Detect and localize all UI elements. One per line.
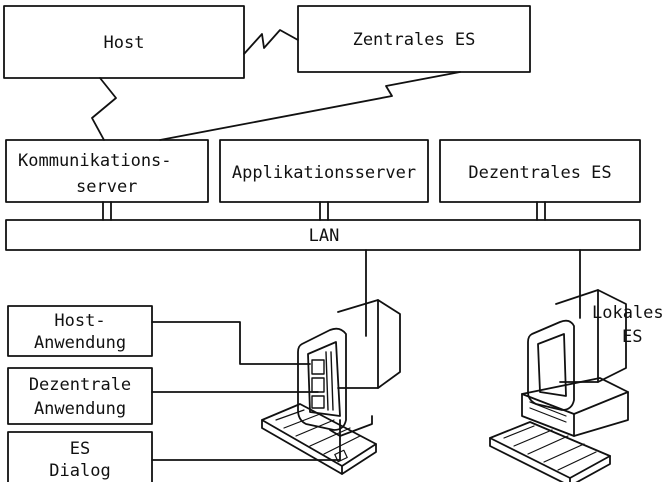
lan-bus (5, 219, 641, 251)
lokales-es-label-2: ES (622, 327, 642, 347)
lan-label: LAN (309, 226, 340, 246)
es-dialog-label-2: Dialog (49, 461, 110, 481)
host-anwendung-label-1: Host- (54, 311, 105, 331)
link-zentrales-kommunikation (159, 71, 461, 141)
link-es-dialog-window (151, 419, 341, 461)
keyboard-keys (275, 409, 361, 463)
link-host-anwendung-window (151, 321, 311, 365)
dezentrales-es-label: Dezentrales ES (468, 163, 611, 183)
dezentrales-es-box (439, 139, 641, 203)
kommunikationsserver-label-2: server (76, 177, 137, 197)
lokales-keyboard-keys (503, 425, 597, 471)
host-anwendung-box (7, 305, 153, 357)
es-dialog-label-1: ES (70, 439, 90, 459)
host-label: Host (104, 33, 145, 53)
host-anwendung-label-2: Anwendung (34, 333, 126, 353)
es-dialog-box (7, 431, 153, 482)
server-lan-connectors (102, 201, 546, 221)
dezentrale-anwendung-label-1: Dezentrale (29, 375, 131, 395)
applikationsserver-label: Applikationsserver (232, 163, 416, 183)
zentrales-es-label: Zentrales ES (353, 30, 476, 50)
screen-windows (311, 351, 334, 411)
link-host-kommunikation (91, 77, 117, 141)
applikationsserver-box (219, 139, 429, 203)
lokales-es-computer (489, 289, 629, 482)
kommunikationsserver-box (5, 139, 209, 203)
host-box (3, 5, 245, 79)
link-host-zentrales (243, 29, 299, 55)
dezentrale-anwendung-box (7, 367, 153, 425)
lokales-es-label-1: Lokales (592, 303, 664, 323)
dezentrale-anwendung-label-2: Anwendung (34, 399, 126, 419)
kommunikationsserver-label-1: Kommunikations- (18, 151, 172, 171)
workstation-computer (261, 299, 401, 475)
